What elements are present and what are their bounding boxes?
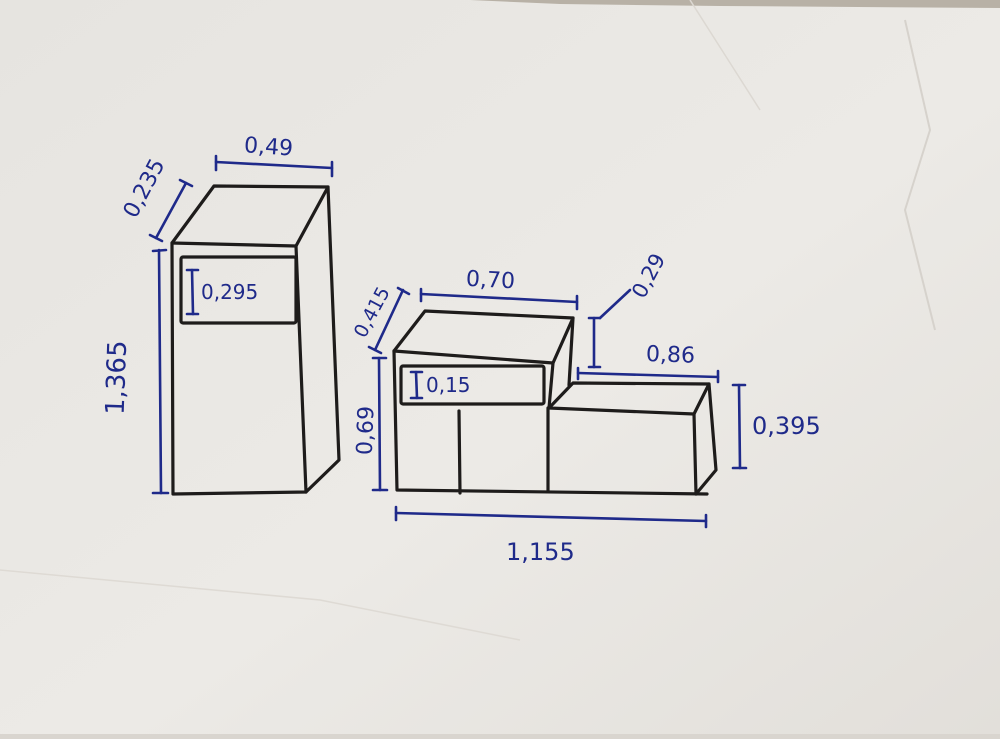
- low-cabinet-dimension-lines: [367, 286, 748, 529]
- tall-height-label: 1,365: [101, 340, 134, 415]
- low-top-width-label: 0,70: [465, 267, 515, 295]
- low-cabinet-front: [392, 349, 709, 496]
- low-cabinet-step-edge: [692, 412, 698, 496]
- low-cabinet-step-side: [694, 382, 718, 496]
- tall-width-label: 0,49: [243, 133, 294, 161]
- low-cabinet-door-divider: [457, 409, 462, 495]
- tall-drawer-label: 0,295: [201, 280, 258, 304]
- tall-cabinet-side: [304, 185, 341, 494]
- low-height-label: 0,69: [353, 406, 380, 456]
- tall-cabinet: [170, 184, 341, 496]
- side-width-label: 0,86: [646, 342, 696, 369]
- total-width-label: 1,155: [506, 538, 575, 566]
- low-drawer-label: 0,15: [426, 373, 471, 397]
- low-cabinet-upper-side: [567, 316, 575, 387]
- low-cabinet: [392, 309, 718, 496]
- side-height-label: 0,395: [752, 412, 821, 440]
- tall-cabinet-drawer: [179, 255, 298, 325]
- tall-cabinet-front: [170, 241, 308, 496]
- low-cabinet-drawer: [399, 364, 546, 406]
- tall-cabinet-dimension-lines: [148, 154, 334, 495]
- low-cabinet-step-front: [547, 361, 555, 410]
